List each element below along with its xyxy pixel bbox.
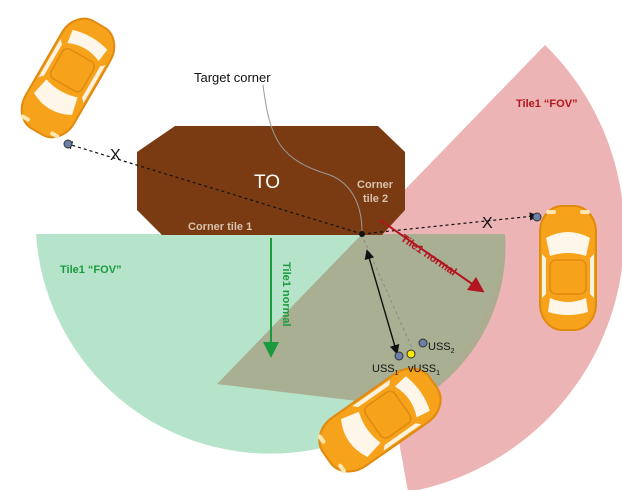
green-fov-label: Tile1 “FOV” bbox=[60, 264, 122, 276]
uss1-subscript: 1 bbox=[395, 370, 399, 377]
target-obstacle bbox=[137, 126, 405, 235]
car-icon-top-left bbox=[11, 9, 125, 147]
uss1-text: USS bbox=[372, 363, 395, 375]
vuss1-subscript: 1 bbox=[436, 370, 440, 377]
uss2-label: USS2 bbox=[428, 341, 455, 355]
target-corner-label: Target corner bbox=[194, 70, 271, 85]
uss1-label: USS1 bbox=[372, 363, 399, 377]
uss2-subscript: 2 bbox=[451, 348, 455, 355]
sensor-dot-icon-uss1 bbox=[394, 351, 404, 361]
sensor-dot-icon-right bbox=[532, 212, 542, 222]
corner-tile-1-label: Corner tile 1 bbox=[188, 221, 252, 233]
cross-mark-right: X bbox=[482, 215, 493, 232]
sensor-dot-icon-top-left bbox=[63, 139, 73, 149]
green-normal-label: Tile1 normal bbox=[280, 262, 292, 327]
fov-overlap-region bbox=[217, 234, 506, 407]
sensor-dot-icon-uss2 bbox=[418, 338, 428, 348]
corner-tile-2-label-line1: Corner bbox=[357, 179, 394, 191]
ray-to-right-car bbox=[361, 212, 539, 235]
car-icon-right bbox=[539, 205, 597, 331]
vuss1-text: vUSS bbox=[408, 363, 436, 375]
measurement-arrow bbox=[364, 249, 400, 355]
target-corner-pointer bbox=[262, 84, 363, 233]
red-normal-arrow bbox=[379, 219, 485, 293]
sensor-dot-icon-vuss1 bbox=[406, 349, 416, 359]
obstacle-label: TO bbox=[254, 172, 280, 193]
corner-tile-2-label-line2: tile 2 bbox=[363, 193, 388, 205]
uss2-text: USS bbox=[428, 341, 451, 353]
cross-mark-left: X bbox=[110, 147, 121, 164]
vuss1-label: vUSS1 bbox=[408, 363, 440, 377]
target-corner-dot bbox=[359, 231, 365, 237]
red-fov-label: Tile1 “FOV” bbox=[516, 98, 578, 110]
